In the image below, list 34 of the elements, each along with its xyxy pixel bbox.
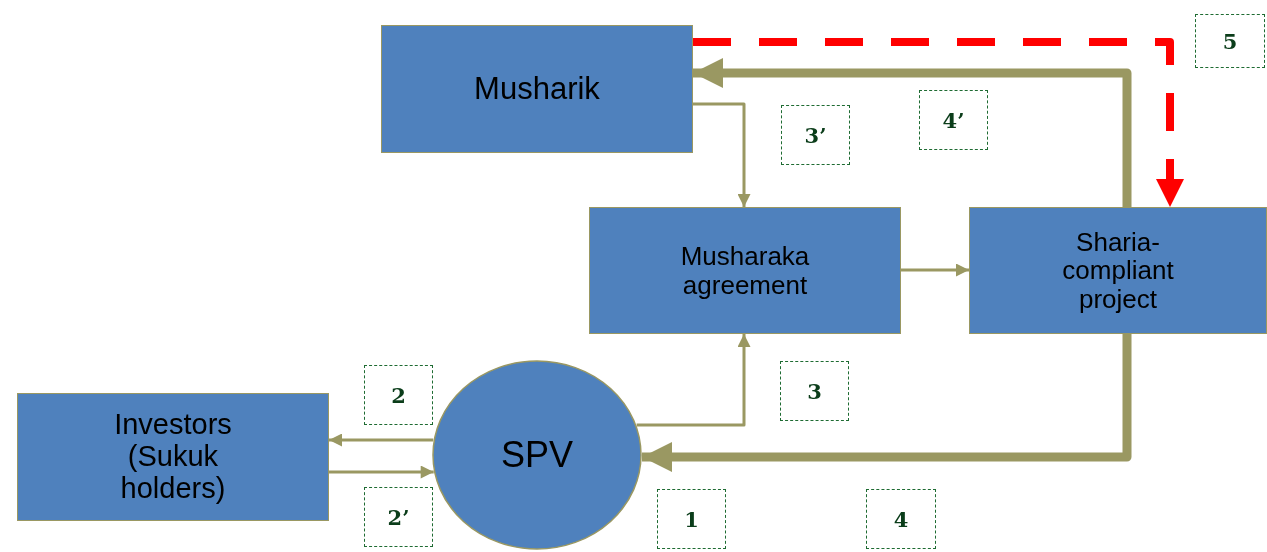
box-label: Investors (Sukuk holders) [113, 409, 233, 505]
process-box [381, 25, 693, 153]
step-number-box [919, 90, 988, 150]
step-number-box [657, 489, 726, 549]
step-number: 3’ [804, 122, 827, 148]
arrow [901, 263, 969, 277]
step-number-box [364, 365, 433, 425]
step-number: 4’ [942, 107, 965, 133]
box-label: Musharaka agreement [679, 241, 811, 300]
dashed-arrow [693, 38, 1184, 207]
step-number-box [1195, 14, 1265, 68]
step-number-box [780, 361, 849, 421]
arrow [329, 433, 434, 447]
step-number: 5 [1222, 28, 1238, 54]
process-circle [432, 360, 642, 550]
step-number: 4 [893, 506, 909, 532]
thick-arrow [642, 334, 1132, 472]
process-box [17, 393, 329, 521]
box-label: Musharik [474, 71, 600, 107]
arrow [693, 102, 751, 207]
step-number: 2’ [387, 504, 410, 530]
arrow [329, 465, 434, 479]
step-number-box [866, 489, 936, 549]
box-label: Sharia-compliant project [1061, 227, 1175, 314]
step-number: 1 [684, 506, 699, 532]
step-number-box [364, 487, 433, 547]
process-box [969, 207, 1267, 334]
step-number-box [781, 105, 850, 165]
thick-arrow [693, 58, 1132, 207]
circle-label: SPV [500, 435, 573, 475]
step-number: 3 [807, 378, 822, 404]
step-number: 2 [391, 382, 406, 408]
arrow [636, 334, 751, 427]
process-box [589, 207, 901, 334]
